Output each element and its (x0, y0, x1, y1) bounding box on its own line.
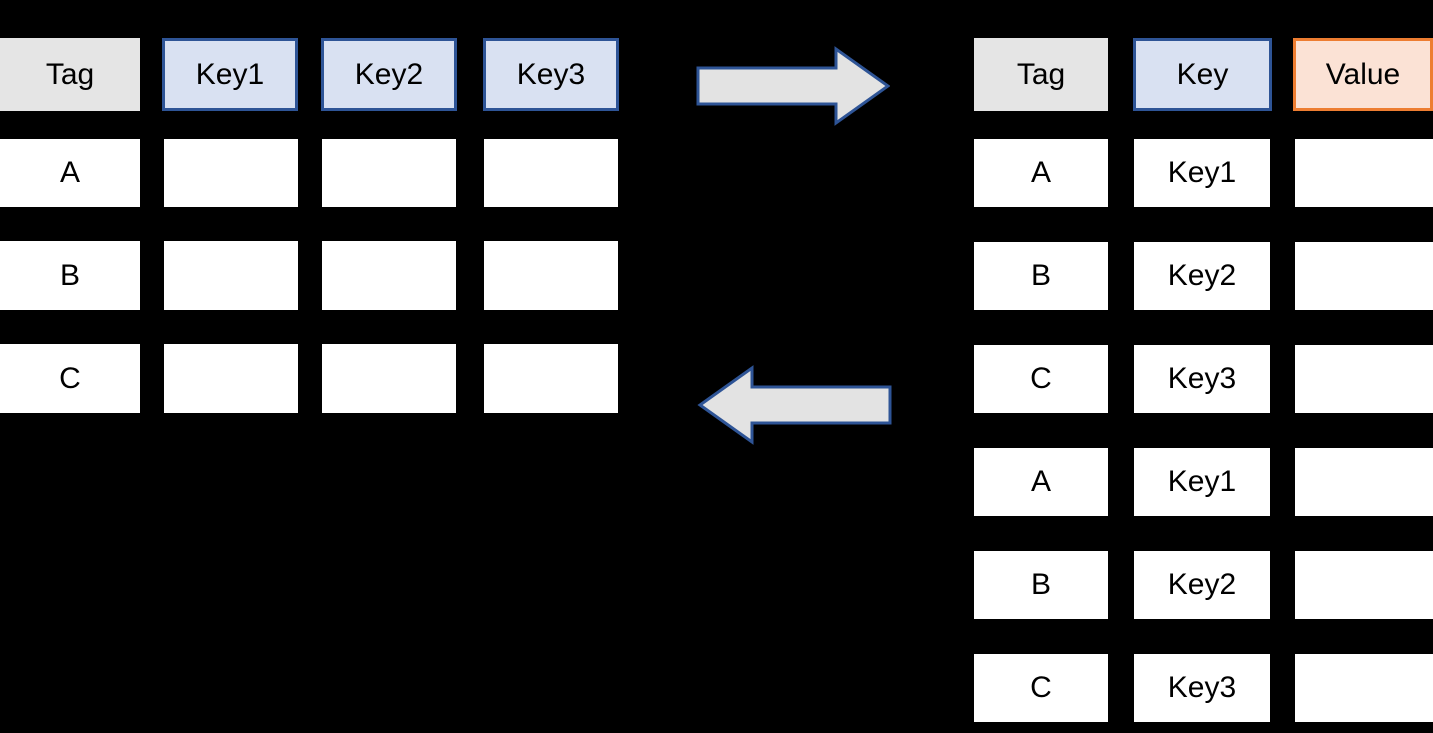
wide-cell-key2-2 (322, 241, 456, 310)
long-cell-tag-5: B (974, 551, 1108, 619)
long-cell-value-2 (1295, 242, 1433, 310)
long-cell-value-3 (1295, 345, 1433, 413)
long-header-key: Key (1133, 38, 1272, 111)
wide-cell-key3-2 (484, 241, 618, 310)
long-cell-value-4 (1295, 448, 1433, 516)
long-cell-key-5: Key2 (1134, 551, 1270, 619)
long-cell-value-6 (1295, 654, 1433, 722)
long-cell-value-1 (1295, 139, 1433, 207)
wide-cell-tag-3: C (0, 344, 140, 413)
wide-cell-key3-1 (484, 139, 618, 207)
long-cell-tag-4: A (974, 448, 1108, 516)
wide-header-tag: Tag (0, 38, 140, 111)
long-header-value: Value (1293, 38, 1433, 111)
wide-cell-key3-3 (484, 344, 618, 413)
long-cell-key-6: Key3 (1134, 654, 1270, 722)
wide-cell-key2-3 (322, 344, 456, 413)
wide-cell-tag-2: B (0, 241, 140, 310)
wide-cell-key1-2 (164, 241, 298, 310)
long-header-tag: Tag (974, 38, 1108, 111)
wide-cell-key1-3 (164, 344, 298, 413)
arrow-right (696, 46, 890, 126)
wide-cell-tag-1: A (0, 139, 140, 207)
wide-cell-key1-1 (164, 139, 298, 207)
wide-cell-key2-1 (322, 139, 456, 207)
long-cell-key-2: Key2 (1134, 242, 1270, 310)
long-cell-key-4: Key1 (1134, 448, 1270, 516)
long-cell-tag-3: C (974, 345, 1108, 413)
long-cell-value-5 (1295, 551, 1433, 619)
wide-header-key2: Key2 (321, 38, 457, 111)
long-cell-key-3: Key3 (1134, 345, 1270, 413)
wide-header-key1: Key1 (162, 38, 298, 111)
long-cell-tag-6: C (974, 654, 1108, 722)
long-cell-tag-1: A (974, 139, 1108, 207)
long-cell-tag-2: B (974, 242, 1108, 310)
wide-header-key3: Key3 (483, 38, 619, 111)
arrow-left (696, 365, 892, 445)
long-cell-key-1: Key1 (1134, 139, 1270, 207)
